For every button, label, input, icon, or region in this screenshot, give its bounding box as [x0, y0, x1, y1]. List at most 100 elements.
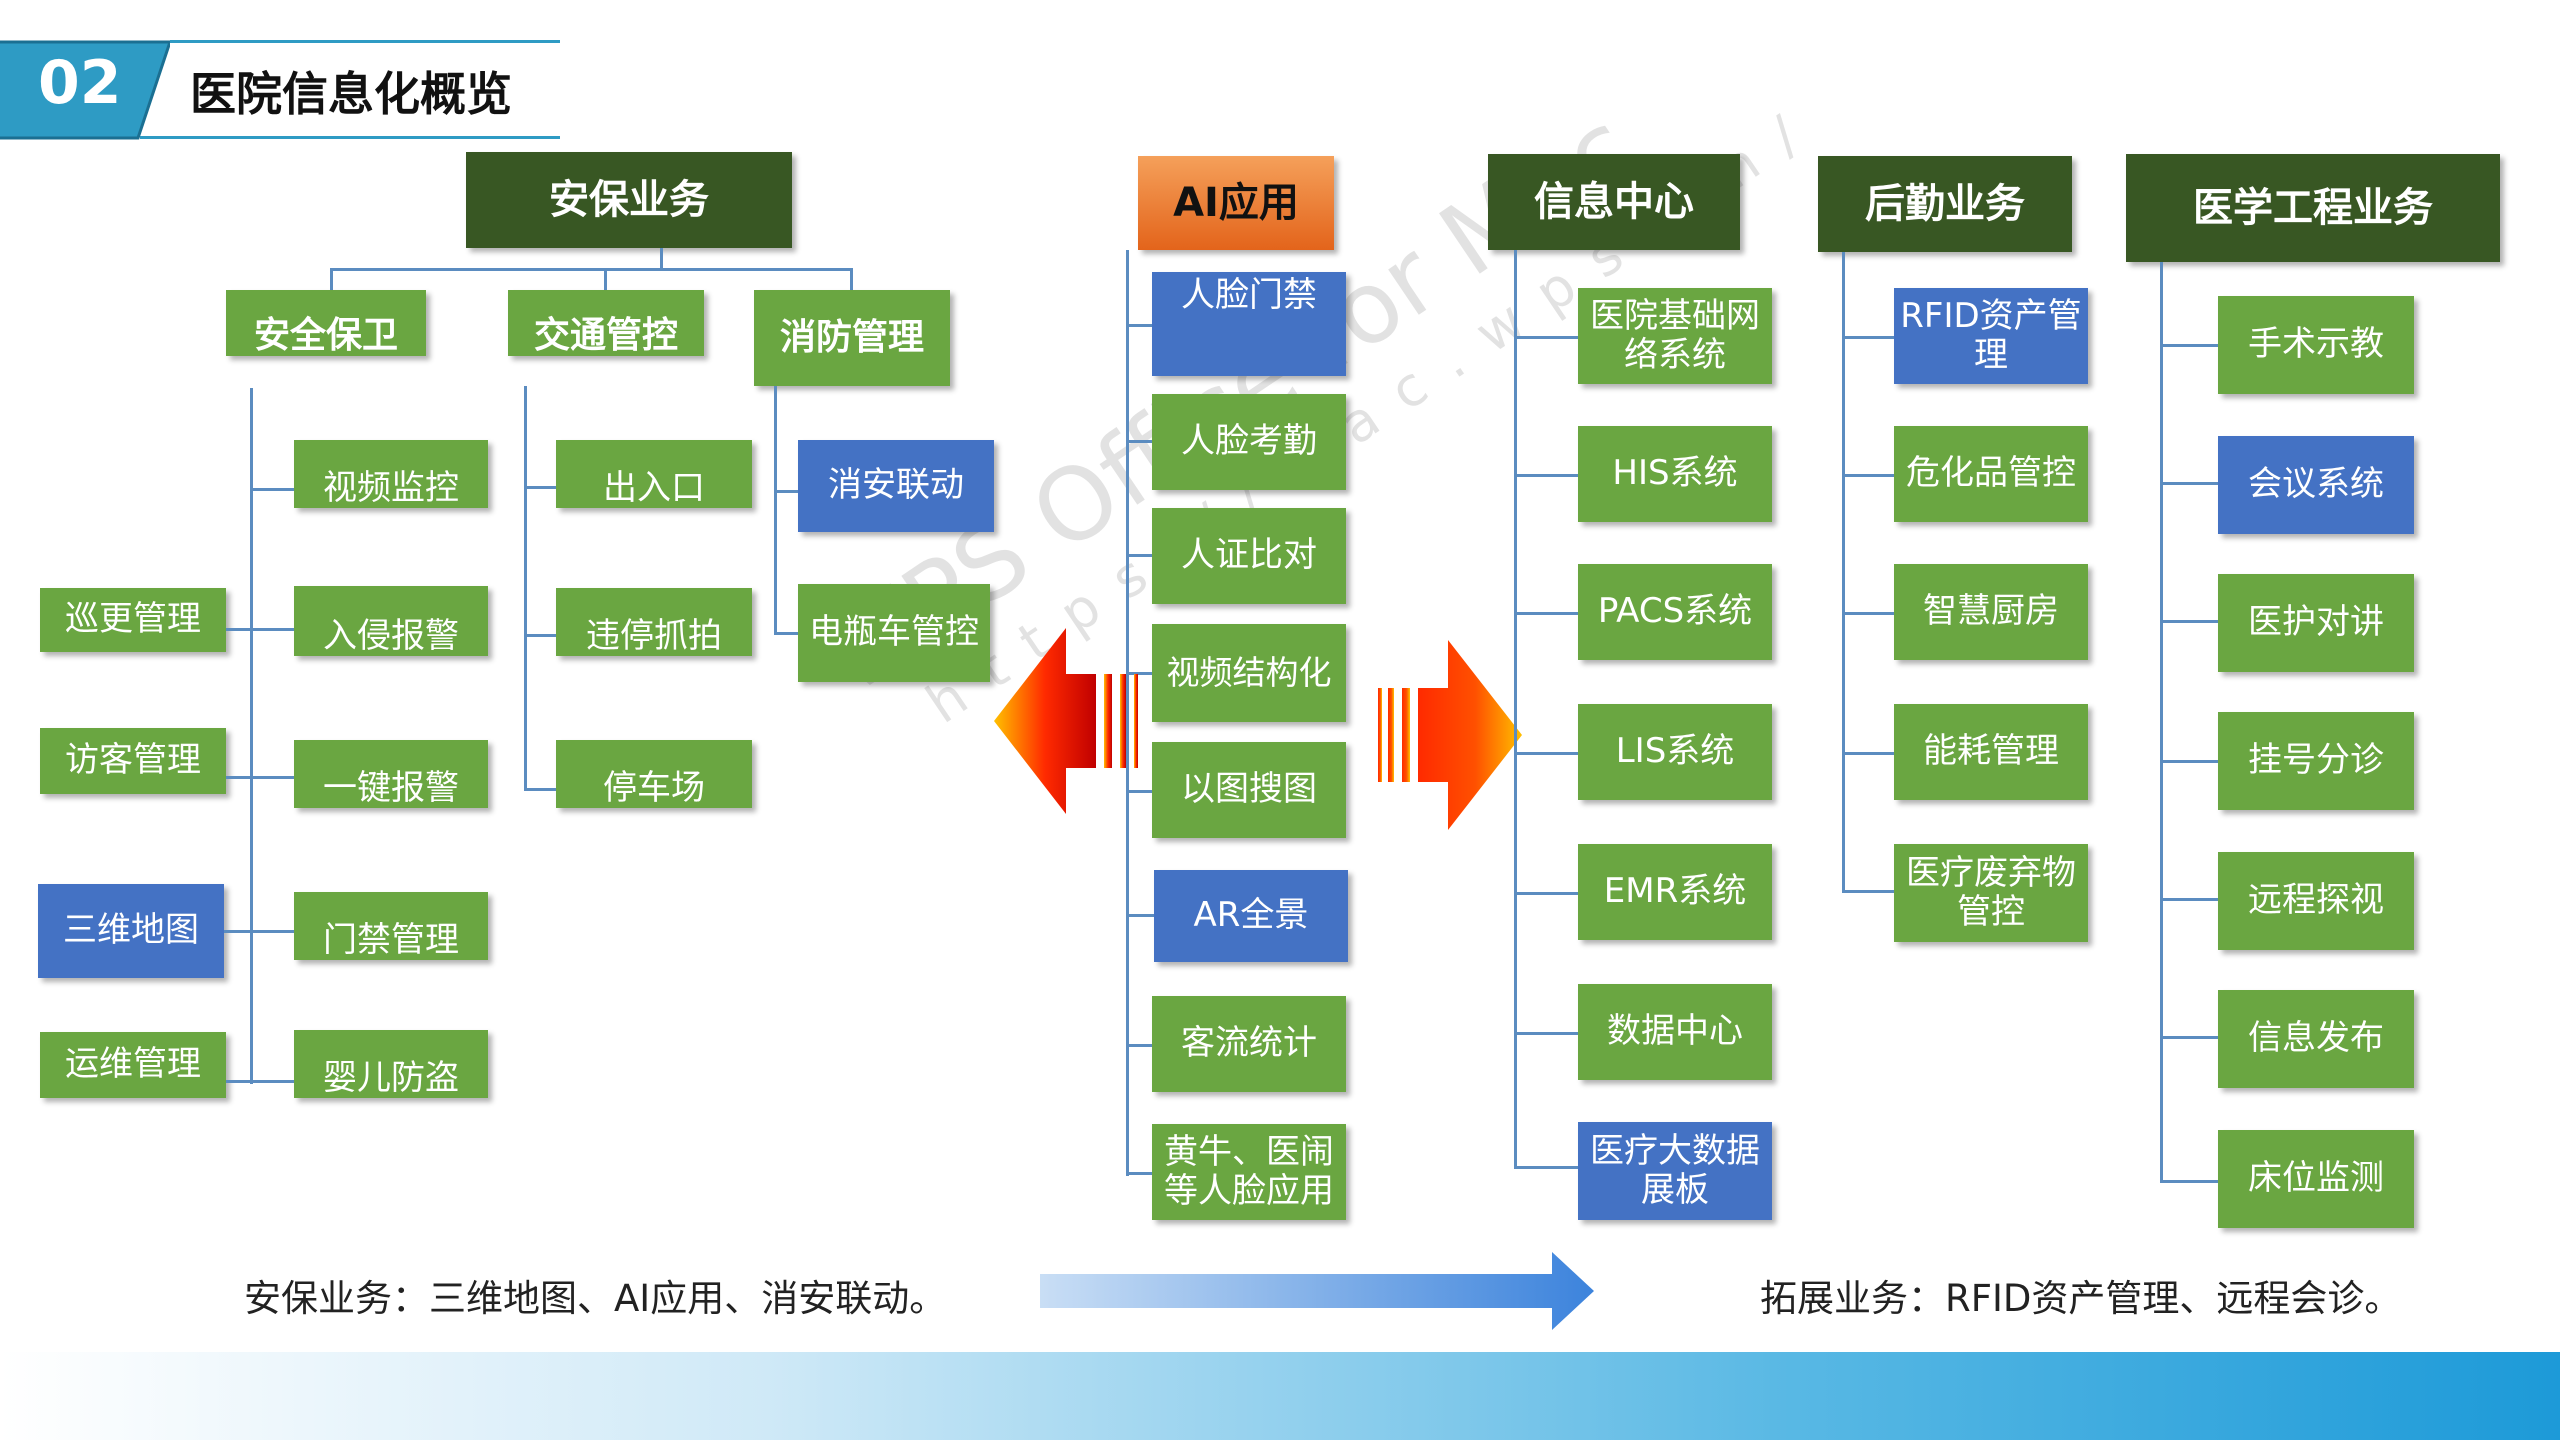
security-connector: [850, 268, 853, 290]
ai-item: 人脸门禁: [1152, 272, 1346, 376]
traffic-item: 出入口: [556, 440, 752, 508]
info-connector: [1514, 612, 1578, 615]
traffic-connector: [524, 634, 556, 637]
info-connector: [1514, 474, 1578, 477]
traffic-spine: [524, 386, 527, 790]
medeng-connector: [2160, 344, 2218, 347]
logistics-item: 危化品管控: [1894, 426, 2088, 522]
ai-connector: [1126, 324, 1152, 327]
group-title-safety: 安全保卫: [226, 290, 426, 356]
ai-item: 以图搜图: [1152, 742, 1346, 838]
info-title: 信息中心: [1488, 154, 1740, 250]
ai-item: 客流统计: [1152, 996, 1346, 1092]
medeng-item: 手术示教: [2218, 296, 2414, 394]
safety-item: 入侵报警: [294, 586, 488, 656]
ai-item: AR全景: [1154, 870, 1348, 962]
left-connector: [226, 776, 250, 779]
medeng-item: 会议系统: [2218, 436, 2414, 534]
title-underline-top: [170, 40, 560, 43]
safety-connector: [250, 776, 294, 779]
logistics-connector: [1842, 752, 1894, 755]
logistics-spine: [1842, 252, 1845, 892]
security-connector: [330, 268, 333, 290]
info-item: 医院基础网络系统: [1578, 288, 1772, 384]
page-title: 医院信息化概览: [190, 67, 512, 121]
group-title-traffic: 交通管控: [508, 290, 704, 356]
medeng-connector: [2160, 1036, 2218, 1039]
title-underline-bottom: [140, 136, 560, 139]
traffic-connector: [524, 486, 556, 489]
logistics-connector: [1842, 890, 1894, 893]
section-number-badge: [0, 40, 170, 140]
logistics-item: RFID资产管理: [1894, 288, 2088, 384]
info-item: LIS系统: [1578, 704, 1772, 800]
traffic-item: 违停抓拍: [556, 588, 752, 656]
note-extension: 拓展业务：RFID资产管理、远程会诊。: [1760, 1277, 2402, 1320]
info-connector: [1514, 752, 1578, 755]
ai-connector: [1126, 1044, 1152, 1047]
left-item: 巡更管理: [40, 588, 226, 652]
logistics-item: 能耗管理: [1894, 704, 2088, 800]
note-security: 安保业务：三维地图、AI应用、消安联动。: [244, 1277, 947, 1320]
ai-connector: [1126, 440, 1152, 443]
logistics-connector: [1842, 612, 1894, 615]
info-item: EMR系统: [1578, 844, 1772, 940]
medeng-item: 床位监测: [2218, 1130, 2414, 1228]
traffic-connector: [524, 788, 556, 791]
ai-connector: [1126, 790, 1152, 793]
left-connector: [226, 1080, 250, 1083]
fire-item: 消安联动: [798, 440, 994, 532]
logistics-connector: [1842, 336, 1894, 339]
right-arrow-icon: [1378, 640, 1522, 830]
left-connector: [226, 628, 250, 631]
ai-connector: [1126, 1172, 1152, 1175]
logistics-item: 医疗废弃物管控: [1894, 844, 2088, 942]
left-item: 访客管理: [40, 728, 226, 794]
safety-connector: [250, 930, 294, 933]
info-connector: [1514, 1166, 1578, 1169]
medeng-spine: [2160, 262, 2163, 1182]
info-item: HIS系统: [1578, 426, 1772, 522]
footer-gradient-bar: [0, 1352, 2560, 1440]
info-item: 医疗大数据展板: [1578, 1122, 1772, 1220]
ai-item: 黄牛、医闹等人脸应用: [1152, 1124, 1346, 1220]
ai-connector: [1126, 672, 1152, 675]
safety-connector: [250, 488, 294, 491]
ai-connector: [1126, 554, 1152, 557]
medeng-connector: [2160, 620, 2218, 623]
group-title-fire: 消防管理: [754, 290, 950, 386]
left-item: 运维管理: [40, 1032, 226, 1098]
security-connector: [330, 268, 852, 271]
info-connector: [1514, 892, 1578, 895]
medeng-connector: [2160, 1180, 2218, 1183]
fire-connector: [774, 490, 798, 493]
ai-item: 人脸考勤: [1152, 394, 1346, 490]
safety-spine: [250, 388, 253, 1084]
security-connector: [604, 268, 607, 290]
medeng-item: 医护对讲: [2218, 574, 2414, 672]
logistics-title: 后勤业务: [1818, 156, 2072, 252]
safety-item: 视频监控: [294, 440, 488, 508]
security-title: 安保业务: [466, 152, 792, 248]
left-connector: [224, 930, 250, 933]
medeng-item: 挂号分诊: [2218, 712, 2414, 810]
left-arrow-icon: [994, 628, 1138, 814]
blue-arrow-icon: [1040, 1252, 1594, 1330]
fire-spine: [774, 386, 777, 634]
ai-item: 视频结构化: [1152, 624, 1346, 722]
medeng-connector: [2160, 760, 2218, 763]
logistics-connector: [1842, 474, 1894, 477]
ai-connector: [1126, 914, 1154, 917]
medeng-title: 医学工程业务: [2126, 154, 2500, 262]
section-number: 02: [38, 48, 122, 118]
medeng-item: 信息发布: [2218, 990, 2414, 1088]
safety-item: 一键报警: [294, 740, 488, 808]
ai-item: 人证比对: [1152, 508, 1346, 604]
safety-item: 门禁管理: [294, 892, 488, 960]
info-item: PACS系统: [1578, 564, 1772, 660]
left-item: 三维地图: [38, 884, 224, 978]
info-item: 数据中心: [1578, 984, 1772, 1080]
security-connector: [660, 248, 663, 270]
info-connector: [1514, 336, 1578, 339]
